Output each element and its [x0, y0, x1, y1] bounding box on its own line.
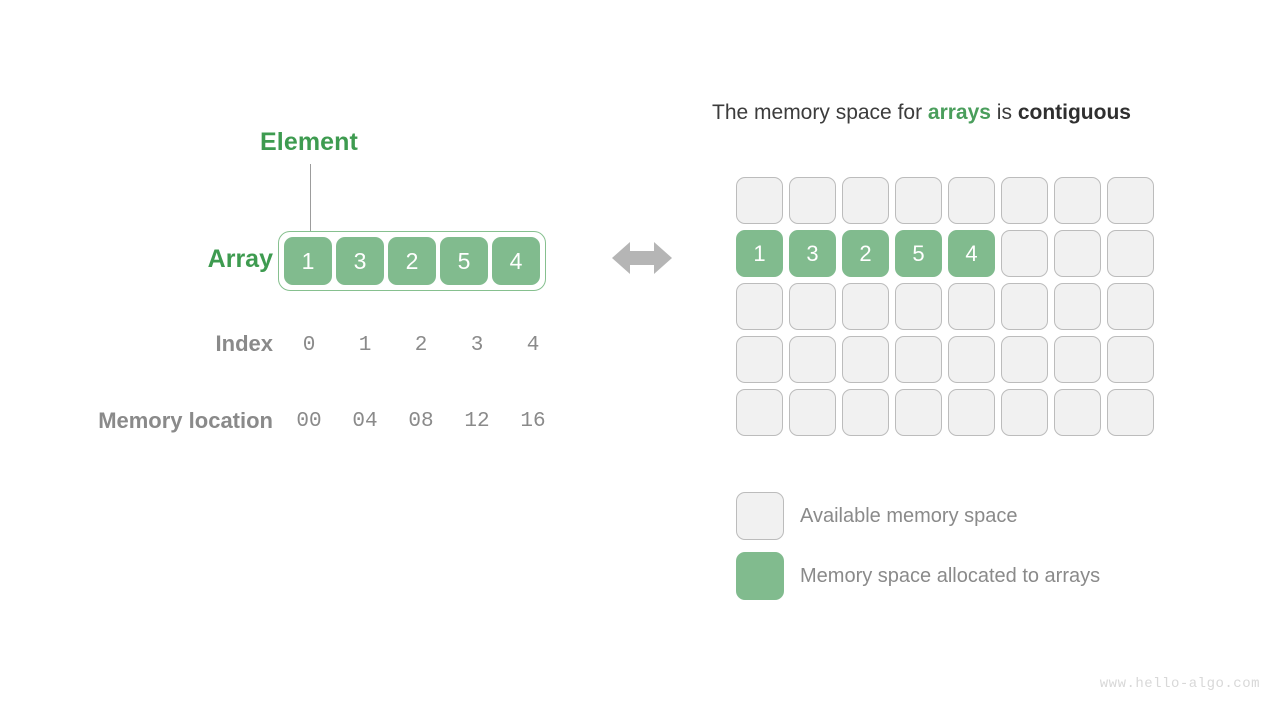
memory-location-value: 08 — [408, 410, 434, 433]
legend-label-available: Available memory space — [800, 504, 1018, 527]
memory-cell-available — [948, 389, 995, 436]
memory-cell-available — [789, 389, 836, 436]
memory-cell-available — [948, 336, 995, 383]
index-value: 2 — [414, 334, 428, 357]
memory-cell-allocated: 4 — [948, 230, 995, 277]
memory-location-value: 16 — [520, 410, 546, 433]
index-value: 4 — [526, 334, 540, 357]
memory-location-values-row: 00 04 08 12 16 — [283, 410, 559, 433]
memory-cell-available — [1001, 177, 1048, 224]
legend-swatch-available — [736, 492, 784, 540]
index-value: 0 — [302, 334, 316, 357]
array-cell: 5 — [440, 237, 488, 285]
legend: Available memory space Memory space allo… — [736, 492, 1100, 600]
memory-location-value: 04 — [352, 410, 378, 433]
memory-cell-available — [1001, 389, 1048, 436]
memory-cell-available — [1054, 389, 1101, 436]
memory-cell-available — [842, 336, 889, 383]
memory-cell-allocated: 3 — [789, 230, 836, 277]
index-values-row: 0 1 2 3 4 — [283, 334, 559, 357]
memory-cell-allocated: 5 — [895, 230, 942, 277]
memory-cell-available — [895, 283, 942, 330]
memory-cell-available — [789, 283, 836, 330]
array-container: 1 3 2 5 4 — [278, 231, 546, 291]
array-row-label: Array — [207, 245, 273, 273]
memory-cell-available — [1054, 230, 1101, 277]
index-value: 1 — [358, 334, 372, 357]
memory-cell-available — [1107, 283, 1154, 330]
array-cell: 2 — [388, 237, 436, 285]
memory-cell-available — [789, 336, 836, 383]
memory-cell-available — [1001, 230, 1048, 277]
memory-cell-available — [736, 177, 783, 224]
memory-cell-available — [1107, 230, 1154, 277]
memory-cell-available — [842, 177, 889, 224]
element-leader-line — [310, 164, 311, 238]
watermark: www.hello-algo.com — [1099, 676, 1260, 692]
memory-cell-available — [736, 389, 783, 436]
memory-cell-available — [1107, 336, 1154, 383]
index-row-label: Index — [215, 331, 273, 356]
memory-cell-available — [789, 177, 836, 224]
legend-item-allocated: Memory space allocated to arrays — [736, 552, 1100, 600]
memory-cell-available — [1001, 336, 1048, 383]
memory-cell-available — [1054, 336, 1101, 383]
memory-cell-available — [842, 283, 889, 330]
array-cell: 1 — [284, 237, 332, 285]
memory-location-value: 12 — [464, 410, 490, 433]
memory-cell-available — [1107, 177, 1154, 224]
memory-cell-allocated: 2 — [842, 230, 889, 277]
right-panel-title: The memory space for arrays is contiguou… — [712, 101, 1131, 125]
legend-label-allocated: Memory space allocated to arrays — [800, 564, 1101, 587]
double-headed-arrow-icon — [612, 242, 672, 274]
title-bold-contiguous: contiguous — [1017, 101, 1131, 124]
memory-cell-available — [1054, 177, 1101, 224]
memory-cell-available — [1054, 283, 1101, 330]
memory-cell-available — [736, 283, 783, 330]
memory-cell-available — [895, 389, 942, 436]
memory-location-row-label: Memory location — [98, 408, 273, 433]
title-part-2: is — [990, 101, 1018, 124]
title-highlight-arrays: arrays — [927, 101, 991, 124]
memory-cell-available — [948, 177, 995, 224]
array-cell: 4 — [492, 237, 540, 285]
title-part-1: The memory space for — [712, 101, 928, 124]
memory-cell-available — [1107, 389, 1154, 436]
memory-cell-available — [1001, 283, 1048, 330]
element-callout-label: Element — [260, 128, 358, 156]
legend-swatch-allocated — [736, 552, 784, 600]
memory-cell-available — [736, 336, 783, 383]
legend-item-available: Available memory space — [736, 492, 1100, 540]
index-value: 3 — [470, 334, 484, 357]
memory-cell-available — [948, 283, 995, 330]
memory-location-value: 00 — [296, 410, 322, 433]
memory-cell-allocated: 1 — [736, 230, 783, 277]
memory-cell-available — [895, 336, 942, 383]
memory-cell-available — [895, 177, 942, 224]
array-cell: 3 — [336, 237, 384, 285]
memory-cell-available — [842, 389, 889, 436]
